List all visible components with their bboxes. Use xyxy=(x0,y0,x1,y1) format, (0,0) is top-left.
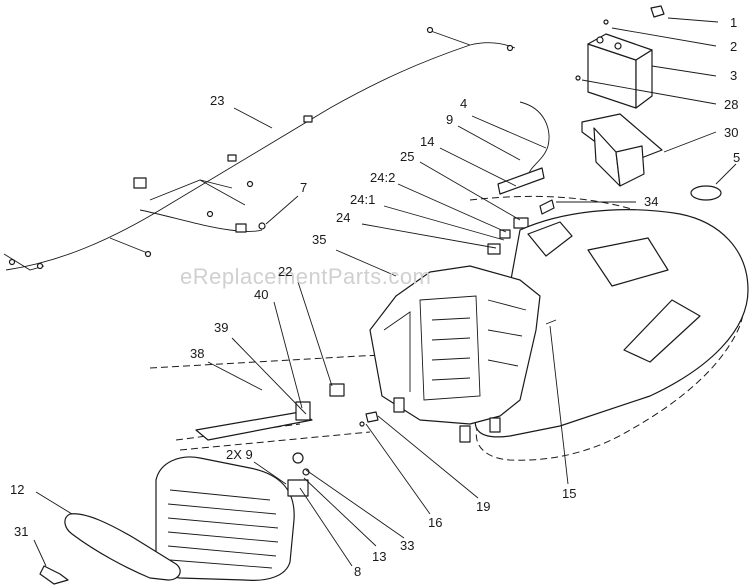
callout-31: 31 xyxy=(14,524,28,539)
callout-5: 5 xyxy=(733,150,740,165)
battery-cable xyxy=(519,101,550,177)
callout-30: 30 xyxy=(724,125,738,140)
clip xyxy=(258,222,266,230)
callout-numbers: 1 2 3 28 30 5 4 9 14 25 24:2 24:1 24 34 … xyxy=(10,15,740,579)
callout-9: 9 xyxy=(446,112,453,127)
callout-40: 40 xyxy=(254,287,268,302)
callout-19: 19 xyxy=(476,499,490,514)
leader-lines xyxy=(33,17,737,567)
watermark: eReplacementParts.com xyxy=(180,264,431,289)
emblem xyxy=(39,565,69,585)
callout-24-1: 24:1 xyxy=(350,192,375,207)
callout-2x9: 2X 9 xyxy=(226,447,253,462)
callout-13: 13 xyxy=(372,549,386,564)
callout-35: 35 xyxy=(312,232,326,247)
cable-tie xyxy=(545,319,557,325)
callout-23: 23 xyxy=(210,93,224,108)
callout-12: 12 xyxy=(10,482,24,497)
callout-24: 24 xyxy=(336,210,350,225)
battery-terminal-cap xyxy=(650,5,665,18)
relay-assembly xyxy=(487,199,555,255)
callout-33: 33 xyxy=(400,538,414,553)
ignition-switch xyxy=(287,452,310,497)
callout-2: 2 xyxy=(730,39,737,54)
callout-22: 22 xyxy=(278,264,292,279)
callout-38: 38 xyxy=(190,346,204,361)
callout-1: 1 xyxy=(730,15,737,30)
callout-7: 7 xyxy=(300,180,307,195)
callout-15: 15 xyxy=(562,486,576,501)
lower-bracket xyxy=(195,383,345,441)
callout-8: 8 xyxy=(354,564,361,579)
callout-14: 14 xyxy=(420,134,434,149)
callout-39: 39 xyxy=(214,320,228,335)
callout-4: 4 xyxy=(460,96,467,111)
callout-25: 25 xyxy=(400,149,414,164)
callout-16: 16 xyxy=(428,515,442,530)
callout-28: 28 xyxy=(724,97,738,112)
wire-harness xyxy=(3,26,516,271)
round-pad xyxy=(690,185,722,201)
battery xyxy=(575,19,653,109)
battery-box xyxy=(581,113,663,187)
callout-24-2: 24:2 xyxy=(370,170,395,185)
screw xyxy=(359,421,365,427)
callout-3: 3 xyxy=(730,68,737,83)
seat-support xyxy=(369,265,541,443)
fender xyxy=(474,209,749,438)
mounting-bracket xyxy=(497,167,545,195)
retainer xyxy=(365,411,379,423)
front-bumper xyxy=(64,513,181,581)
callout-34: 34 xyxy=(644,194,658,209)
